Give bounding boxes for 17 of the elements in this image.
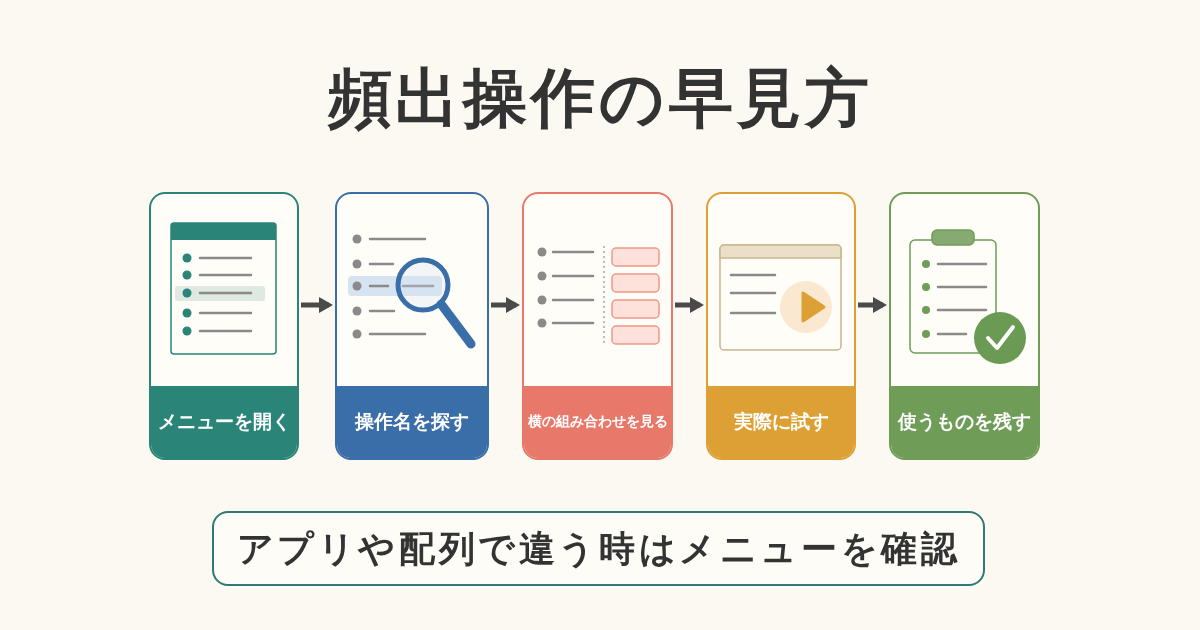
step-card [522, 192, 673, 460]
arrow [858, 297, 887, 313]
arrow [675, 297, 704, 313]
title: 頻出操作の早見方 [327, 66, 873, 130]
step-label: 操作名を探す [355, 410, 469, 434]
step-label: 使うものを残す [898, 410, 1031, 434]
note-banner [212, 511, 985, 586]
arrow [491, 297, 520, 313]
arrow [301, 297, 333, 313]
step-card [149, 192, 299, 460]
step-label: 実際に試す [733, 410, 829, 434]
note-text: アプリや配列で違う時はメニューを確認 [236, 530, 961, 567]
step-card [706, 192, 856, 460]
step-card [335, 192, 489, 460]
step-label: メニューを開く [157, 410, 291, 434]
step-card [889, 192, 1040, 460]
step-label: 横の組み合わせを見る [527, 413, 668, 431]
